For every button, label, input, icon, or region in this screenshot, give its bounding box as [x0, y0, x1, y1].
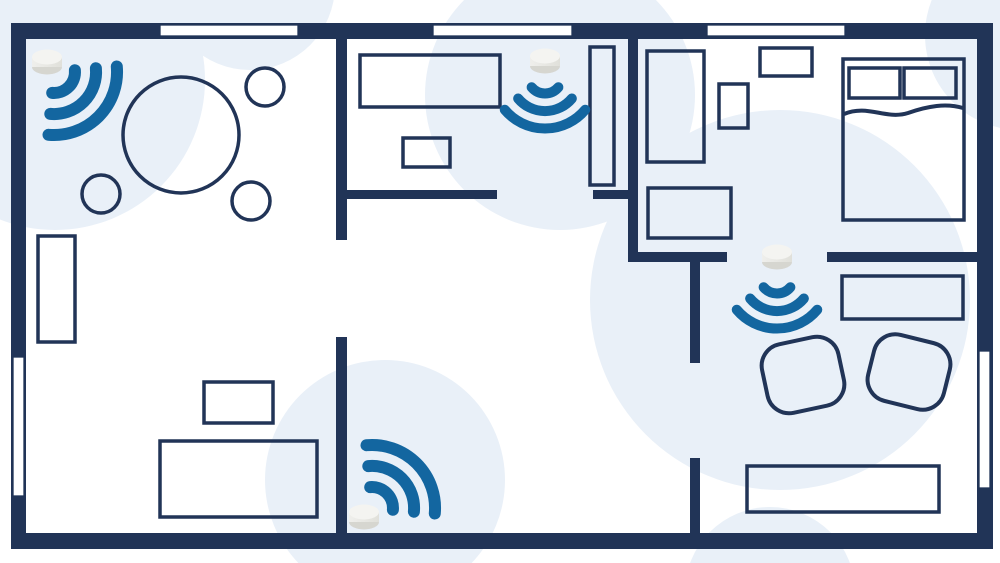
- wall-bedroom-bottom-right: [827, 252, 977, 262]
- wifi-waves-icon: [499, 82, 591, 134]
- speaker-cylinder-icon: [349, 504, 379, 530]
- window-top-2: [432, 24, 573, 37]
- chair-office: [401, 136, 452, 169]
- dining-stool-bottom: [230, 180, 272, 222]
- window-left: [12, 356, 25, 497]
- dresser-bedroom: [646, 186, 733, 240]
- furniture: [36, 45, 966, 519]
- bed-blanket-wave: [843, 103, 964, 117]
- wifi-waves-icon: [360, 438, 442, 520]
- outer-wall-bottom: [11, 533, 993, 549]
- smart-speaker-hallway: [349, 438, 442, 530]
- wall-lounge-left-bottom: [690, 458, 700, 533]
- smart-speaker-office: [499, 48, 591, 134]
- armchair-lounge-right: [865, 332, 953, 412]
- speaker-cylinder-icon: [530, 48, 560, 74]
- sofa-lounge: [745, 464, 941, 514]
- bed-pillow: [902, 66, 958, 100]
- bed: [841, 57, 966, 222]
- nightstand-bedroom: [717, 82, 750, 130]
- smart-speaker-lounge: [731, 244, 823, 334]
- tv-stand-lounge: [840, 274, 965, 321]
- dining-stool-left: [80, 173, 122, 215]
- wall-mid-vertical-top: [336, 39, 347, 240]
- desk-left-room: [158, 439, 319, 519]
- wall-right-vertical-top: [628, 39, 638, 262]
- armchair-lounge-left: [759, 334, 847, 416]
- windows: [12, 24, 991, 497]
- wifi-waves-icon: [731, 282, 823, 334]
- wall-bedroom-bottom-left: [628, 252, 727, 262]
- wifi-waves-icon: [42, 60, 124, 142]
- bookshelf-left: [36, 234, 77, 344]
- wardrobe-bedroom: [645, 49, 706, 164]
- bed-pillow: [847, 66, 902, 100]
- wall-lounge-left-top: [690, 262, 700, 363]
- side-table-left-room: [202, 380, 275, 425]
- dining-stool-top: [244, 66, 286, 108]
- blob-office: [425, 0, 695, 230]
- wall-office-bottom-right: [593, 190, 638, 199]
- desk-office: [358, 53, 502, 109]
- shelf-bedroom-top: [758, 46, 814, 78]
- speaker-cylinder-icon: [762, 244, 792, 270]
- speaker-cylinder-icon: [32, 49, 62, 75]
- window-top-1: [159, 24, 299, 37]
- door-panel-office: [588, 45, 616, 187]
- smart-devices: [32, 48, 823, 530]
- wall-mid-vertical-bottom: [336, 337, 347, 533]
- window-top-3: [706, 24, 846, 37]
- wall-office-bottom-left: [336, 190, 497, 199]
- window-right: [978, 350, 991, 489]
- blob-lounge: [590, 110, 970, 490]
- smart-speaker-dining: [32, 49, 124, 142]
- dining-table: [121, 75, 241, 195]
